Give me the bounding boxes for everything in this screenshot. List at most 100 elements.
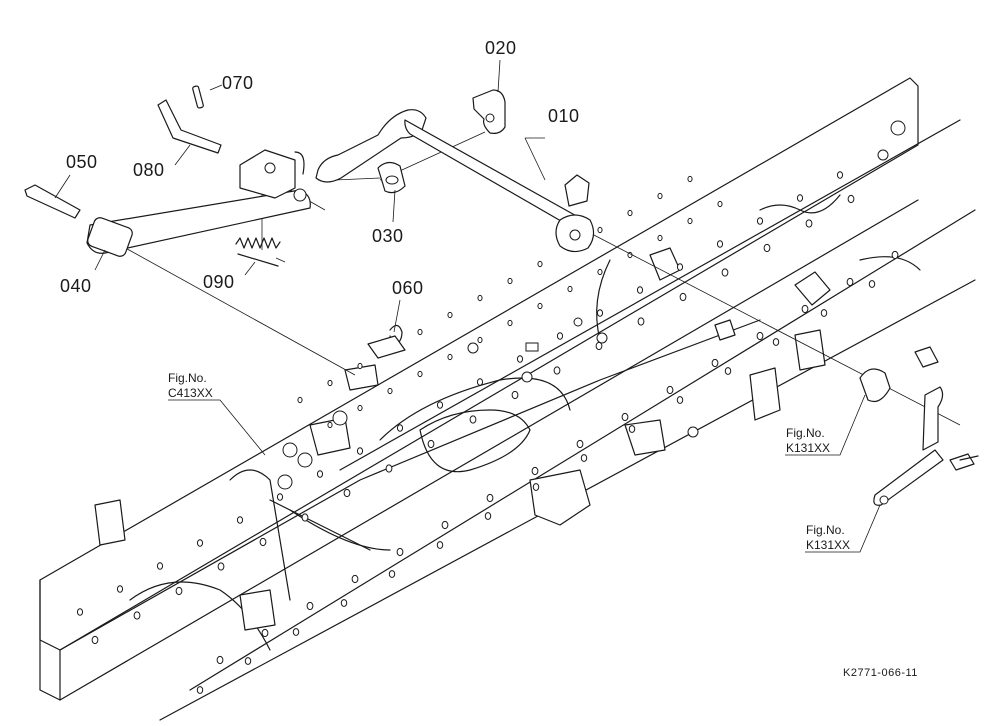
frame-hole: [597, 268, 603, 276]
frame-hole: [447, 353, 453, 361]
frame-hole: [637, 317, 645, 326]
frame-hole: [772, 338, 780, 346]
frame-hole: [396, 424, 404, 432]
frame-hole: [763, 243, 771, 253]
frame-hole: [297, 396, 303, 404]
part-030-collar[interactable]: [377, 161, 406, 194]
frame-hole: [306, 601, 314, 611]
frame-hole: [436, 401, 444, 409]
callout-010-label: 010: [548, 106, 580, 126]
callout-080-label: 080: [133, 160, 165, 180]
frame-hole: [836, 171, 844, 179]
frame-hole: [175, 586, 183, 596]
frame-hole: [316, 470, 324, 478]
part-060-clip[interactable]: [367, 324, 406, 359]
frame-hole: [556, 332, 564, 340]
frame-hole: [537, 302, 543, 310]
frame-hole: [676, 263, 684, 271]
fig-ref-c413xx[interactable]: Fig.No. C413XX: [168, 371, 213, 401]
part-090-spring[interactable]: [235, 237, 286, 267]
frame-hole: [387, 387, 393, 395]
frame-hole: [477, 336, 483, 344]
frame-hole: [847, 194, 855, 204]
frame-hole: [553, 366, 561, 375]
frame-hole: [356, 447, 364, 455]
frame-hole: [417, 370, 423, 378]
frame-hole: [427, 439, 435, 449]
frame-hole: [796, 194, 804, 202]
frame-hole: [385, 464, 393, 473]
right-linkage-assembly[interactable]: [859, 346, 979, 506]
frame-hole: [657, 192, 663, 200]
frame-hole: [711, 358, 719, 368]
frame-hole: [567, 285, 573, 293]
frame-hole: [340, 599, 348, 607]
frame-hole: [396, 547, 404, 557]
part-070-spring-pin[interactable]: [192, 85, 204, 109]
frame-hole: [91, 635, 99, 645]
frame-hole: [484, 512, 492, 520]
callout-090-label: 090: [203, 272, 235, 292]
frame-hole: [507, 319, 513, 327]
callout-020-label: 020: [485, 38, 517, 58]
frame-hole: [724, 367, 732, 375]
frame-hole: [343, 488, 351, 498]
frame-hole: [236, 516, 244, 524]
frame-hole: [627, 209, 633, 217]
frame-hole: [486, 493, 494, 503]
frame-hole: [636, 286, 644, 294]
frame-hole: [216, 655, 224, 665]
part-050-pin[interactable]: [24, 184, 81, 219]
frame-mounting-holes: [76, 171, 899, 694]
pivot-bracket[interactable]: [239, 149, 307, 202]
part-020-bushing[interactable]: [472, 89, 506, 134]
frame-hole: [447, 311, 453, 319]
frame-hole: [687, 217, 693, 225]
frame-hole: [868, 280, 876, 288]
frame-hole: [259, 537, 267, 547]
frame-hole: [357, 362, 363, 370]
callout-030-label: 030: [372, 226, 404, 246]
frame-hole: [676, 396, 684, 404]
part-080-bent-lever[interactable]: [157, 99, 222, 154]
frame-hole: [292, 628, 300, 636]
fig-ref-code: K131XX: [806, 538, 851, 552]
frame-hole: [351, 574, 359, 584]
fig-ref-prefix: Fig.No.: [786, 426, 825, 440]
frame-hole: [532, 483, 540, 491]
fig-ref-code: C413XX: [168, 386, 213, 400]
frame-hole: [477, 294, 483, 302]
frame-hole: [217, 562, 225, 571]
frame-hole: [276, 493, 284, 501]
fig-ref-prefix: Fig.No.: [806, 523, 845, 537]
frame-hole: [156, 562, 164, 570]
frame-hole: [516, 355, 524, 363]
drawing-number: K2771-066-11: [843, 667, 918, 679]
frame-hole: [576, 439, 584, 449]
frame-hole: [476, 378, 484, 386]
part-010-lever-shaft[interactable]: [315, 109, 595, 253]
fig-ref-k131xx-upper[interactable]: Fig.No. K131XX: [786, 426, 830, 456]
frame-hole: [531, 466, 539, 476]
frame-hole: [388, 570, 396, 578]
callout-060-label: 060: [392, 278, 424, 298]
frame-hole: [301, 513, 309, 522]
fig-ref-k131xx-lower[interactable]: Fig.No. K131XX: [806, 523, 850, 553]
frame-hole: [244, 657, 252, 665]
frame-hole: [756, 331, 764, 341]
frame-hole: [133, 611, 141, 620]
chassis-frame: [39, 77, 976, 721]
frame-hole: [717, 200, 723, 208]
callout-070-label: 070: [222, 73, 254, 93]
frame-hole: [891, 250, 899, 260]
frame-hole: [805, 219, 813, 228]
callout-050-label: 050: [66, 152, 98, 172]
frame-hole: [511, 390, 519, 400]
fig-ref-code: K131XX: [786, 441, 831, 455]
frame-hole: [327, 421, 333, 429]
frame-hole: [716, 240, 724, 248]
frame-hole: [621, 412, 629, 422]
frame-hole: [679, 292, 687, 302]
frame-hole: [76, 608, 84, 616]
